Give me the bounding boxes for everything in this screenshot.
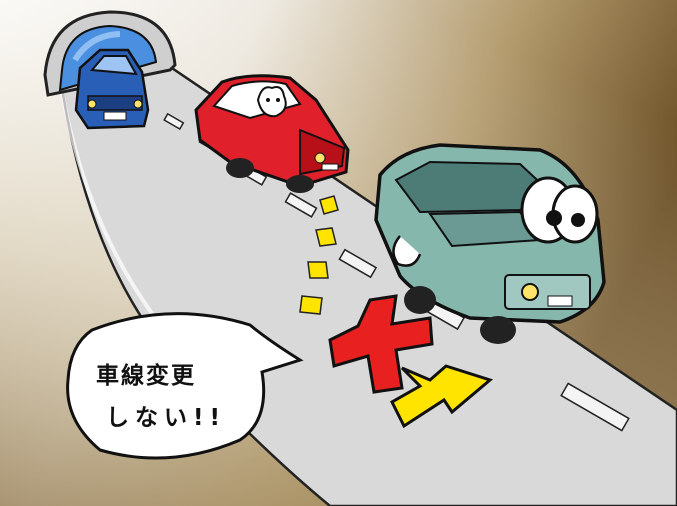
- speech-bubble: [66, 312, 304, 460]
- cross-mark-icon: [328, 294, 434, 394]
- blue-car-icon: [74, 48, 150, 130]
- arrow-icon: [390, 364, 494, 429]
- lane-change-path: [299, 195, 339, 315]
- speech-line-2: しない!!: [106, 405, 226, 431]
- speech-line-1: 車線変更: [96, 363, 196, 389]
- red-car-icon: [194, 74, 350, 193]
- speech-bubble-text: 車線変更 しない!!: [96, 355, 246, 439]
- teal-van-icon: [374, 143, 606, 344]
